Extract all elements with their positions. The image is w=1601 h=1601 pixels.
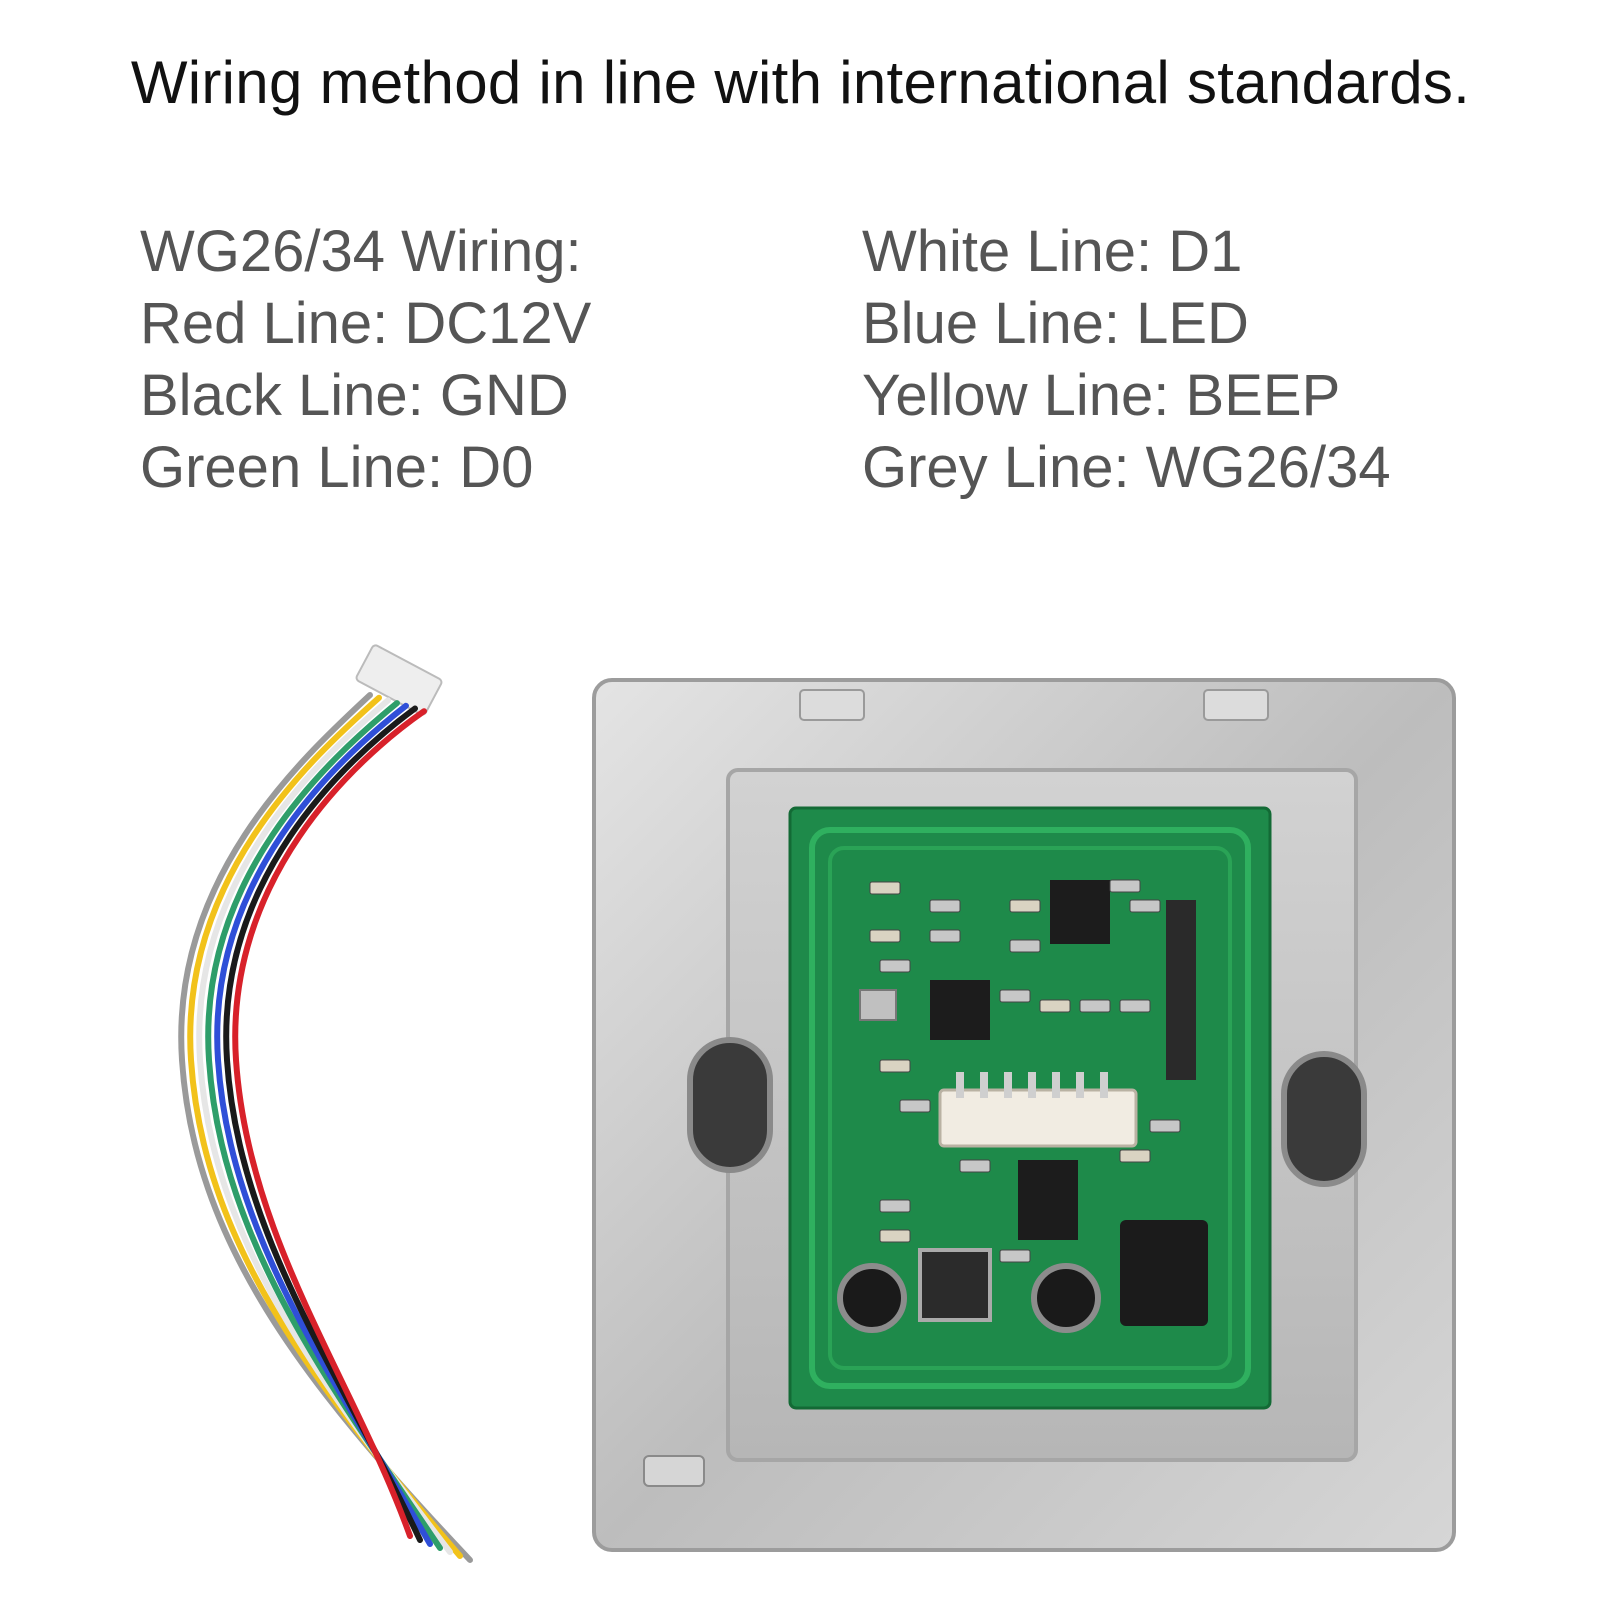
smd-component [1039,999,1071,1013]
smd-component [929,899,961,913]
headline: Wiring method in line with international… [130,49,1471,116]
mount-slot-right [1281,1051,1367,1187]
connector-pin [980,1072,988,1098]
smd-component [1009,939,1041,953]
wire-yellow [187,694,463,1559]
smd-component [1149,1119,1181,1133]
product-photo [0,600,1601,1601]
connector-pin [1100,1072,1108,1098]
smd-component [879,1059,911,1073]
pcb-antenna-trace [809,827,1251,1389]
wiring-grey-line: Grey Line: WG26/34 [862,435,1391,500]
smd-component [1009,899,1041,913]
pcb-antenna-trace-2 [828,846,1232,1370]
wiring-spec-right: White Line: D1 Blue Line: LED Yellow Lin… [862,216,1391,504]
smd-component [879,959,911,973]
capacitor-c9 [1031,1263,1101,1333]
wiring-spec-left: WG26/34 Wiring: Red Line: DC12V Black Li… [140,216,591,504]
capacitor-c8 [837,1263,907,1333]
connector-pin [956,1072,964,1098]
smd-component [879,1199,911,1213]
connector-j2 [938,1088,1138,1148]
smd-component [959,1159,991,1173]
wiring-green-line: Green Line: D0 [140,435,534,500]
corner-notch [643,1455,705,1487]
ic-u2 [1166,960,1196,1080]
smd-component [879,1229,911,1243]
smd-component [999,989,1031,1003]
card-reader-pcb-icon [592,678,1456,1552]
wiring-black-line: Black Line: GND [140,363,569,428]
regulator-u5 [918,1248,992,1322]
crystal-y2 [859,989,897,1021]
ic-u1 [1166,900,1196,960]
connector-pin [1076,1072,1084,1098]
smd-component [869,929,901,943]
mount-slot-left [687,1037,773,1173]
buzzer-j1 [1120,1220,1208,1326]
smd-component [1079,999,1111,1013]
wire-red [232,708,427,1539]
smd-component [999,1249,1031,1263]
smd-component [1119,999,1151,1013]
ic-u7 [1018,1160,1078,1240]
smd-component [899,1099,931,1113]
wiring-yellow-line: Yellow Line: BEEP [862,363,1341,428]
ic-u3 [1050,880,1110,944]
wiring-title: WG26/34 Wiring: [140,219,582,284]
connector-pin [1052,1072,1060,1098]
connector-pin [1004,1072,1012,1098]
smd-component [1109,879,1141,893]
connector-pin [1028,1072,1036,1098]
smd-component [1129,899,1161,913]
wiring-red-line: Red Line: DC12V [140,291,592,356]
wiring-blue-line: Blue Line: LED [862,291,1249,356]
ic-u6 [930,980,990,1040]
wire-harness-icon [178,644,473,1563]
top-clip-left [799,689,865,721]
wiring-white-line: White Line: D1 [862,219,1243,284]
smd-component [1119,1149,1151,1163]
top-clip-right [1203,689,1269,721]
smd-component [869,881,901,895]
connector-plug [355,644,443,716]
smd-component [929,929,961,943]
